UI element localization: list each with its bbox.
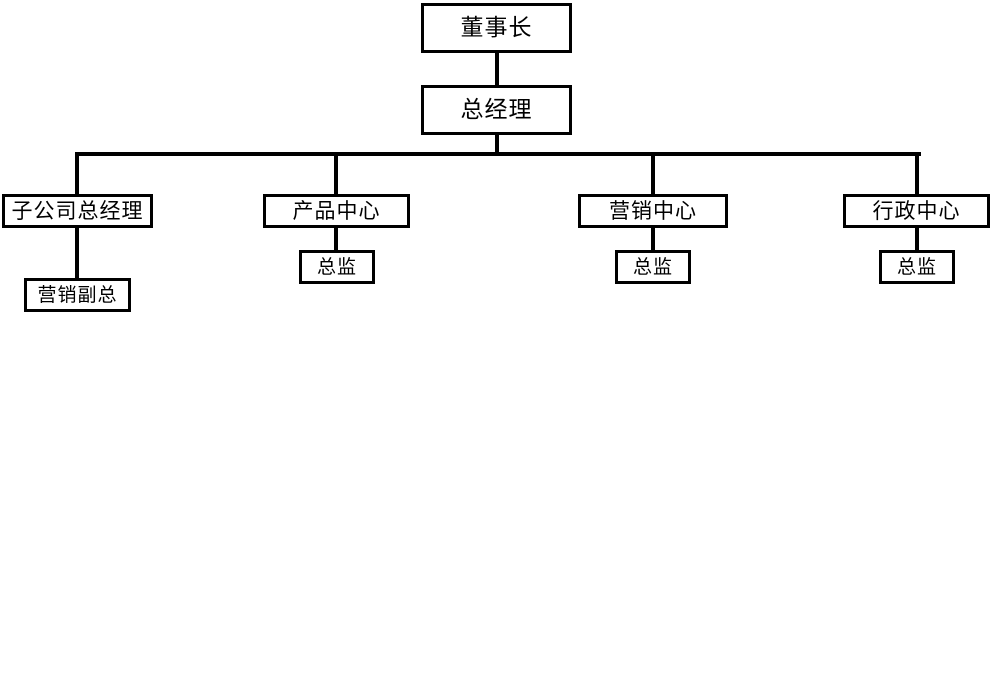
node-subsidiary-general-manager[interactable]: 子公司总经理: [2, 194, 153, 228]
edge-sub-gm-to-mkt-vp: [75, 226, 79, 280]
node-director-product[interactable]: 总监: [299, 250, 375, 284]
edge-chairman-to-gm: [495, 51, 499, 87]
node-director-administrative[interactable]: 总监: [879, 250, 955, 284]
edge-admin-to-director: [915, 226, 919, 252]
edge-bus-to-marketing: [651, 152, 655, 196]
node-administrative-center[interactable]: 行政中心: [843, 194, 990, 228]
edge-horizontal-bus: [77, 152, 921, 156]
edge-bus-to-admin: [915, 152, 919, 196]
edge-bus-to-sub-gm: [75, 152, 79, 196]
node-chairman[interactable]: 董事长: [421, 3, 572, 53]
edge-bus-to-product: [334, 152, 338, 196]
node-product-center[interactable]: 产品中心: [263, 194, 410, 228]
node-director-marketing[interactable]: 总监: [615, 250, 691, 284]
node-marketing-center[interactable]: 营销中心: [578, 194, 728, 228]
edge-gm-to-bus: [495, 133, 499, 154]
edge-product-to-director: [334, 226, 338, 252]
node-marketing-vice-president[interactable]: 营销副总: [24, 278, 131, 312]
edge-marketing-to-director: [651, 226, 655, 252]
node-general-manager[interactable]: 总经理: [421, 85, 572, 135]
